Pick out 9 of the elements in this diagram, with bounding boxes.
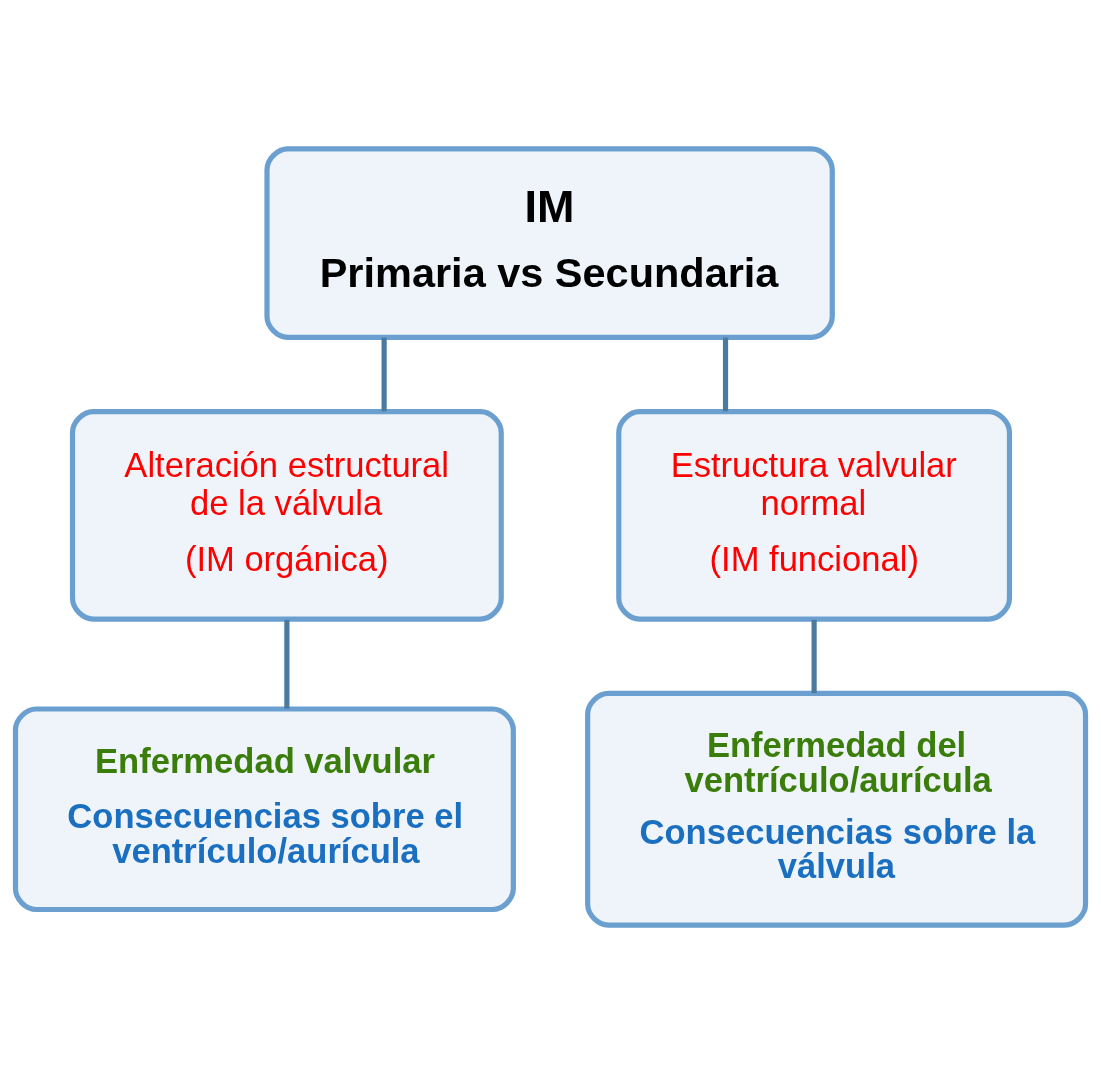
connector (811, 619, 817, 693)
node-box: Enfermedad valvular Consecuencias sobre el ventrículo/aurícula (12, 705, 516, 912)
node-box: Alteración estructural de la válvula (IM orgánica) (69, 408, 504, 622)
node-box: IM Primaria vs Secundaria (264, 145, 835, 340)
node-box: Enfermedad del ventrículo/aurícula Consecuencias sobre la válvula (585, 690, 1089, 928)
connector (381, 337, 387, 411)
connector (722, 337, 729, 411)
node-box: Estructura valvular normal (IM funcional) (616, 408, 1013, 622)
connector (284, 619, 290, 709)
